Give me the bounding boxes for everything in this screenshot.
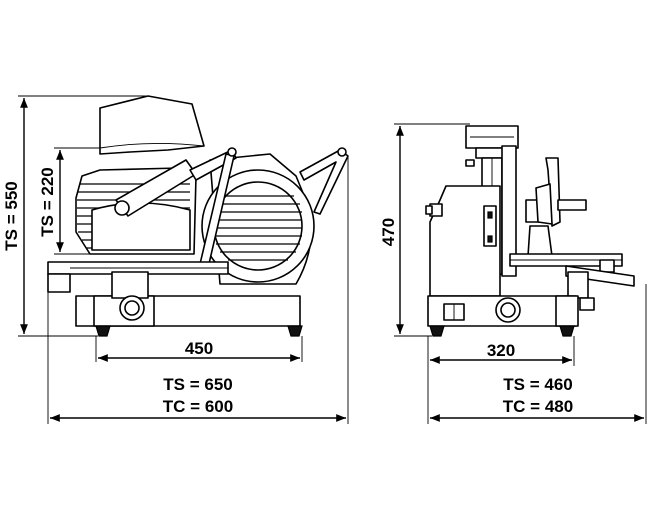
side-dimension-lines xyxy=(394,123,647,424)
dim-side-base-width: 320 xyxy=(487,341,515,360)
side-foot-right xyxy=(559,325,575,337)
side-view xyxy=(425,125,635,337)
dim-side-total-width-ts: TS = 460 xyxy=(503,375,572,394)
dim-front-total-width-tc: TC = 600 xyxy=(163,397,233,416)
front-foot-right xyxy=(287,325,303,337)
dim-front-total-width-ts: TS = 650 xyxy=(163,375,232,394)
front-view xyxy=(47,95,349,337)
front-dimension-lines xyxy=(18,95,349,424)
front-foot-left xyxy=(95,325,111,337)
dim-side-total-width-tc: TC = 480 xyxy=(503,397,573,416)
front-top-guard xyxy=(99,95,205,155)
side-carriage-plate xyxy=(545,157,561,227)
dim-side-height: 470 xyxy=(379,218,398,246)
front-blade-ribs xyxy=(214,195,302,261)
dim-front-base-width: 450 xyxy=(185,339,213,358)
dim-front-height-total: TS = 550 xyxy=(2,181,21,250)
side-foot-left xyxy=(429,325,445,337)
dim-front-height-guard: TS = 220 xyxy=(38,167,57,236)
